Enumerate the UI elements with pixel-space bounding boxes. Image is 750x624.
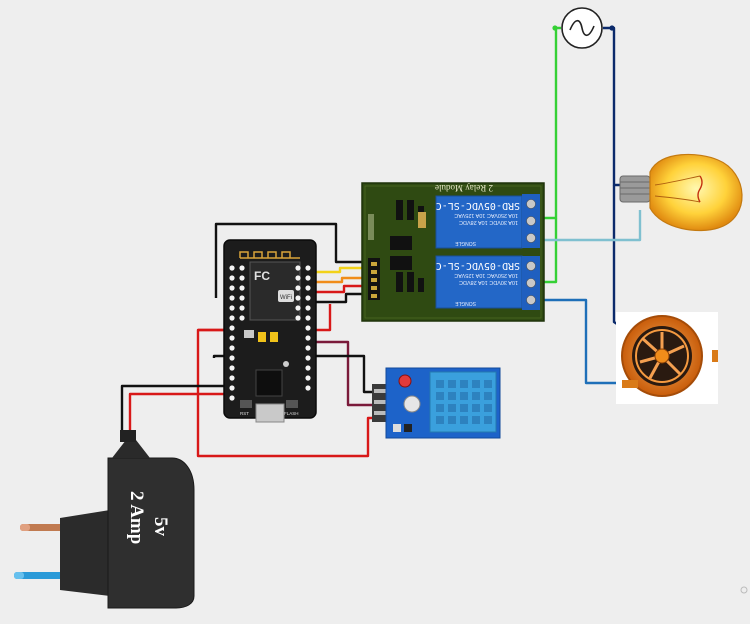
right-pins	[295, 265, 311, 391]
wire-black-top	[214, 222, 372, 298]
flash-button[interactable]	[286, 400, 298, 408]
wire-navy-fan	[612, 185, 627, 331]
relay-2-model: SRD-05VDC-SL-C	[436, 260, 520, 271]
wire-blue-fan	[538, 298, 624, 385]
wire-maroon-dht	[306, 340, 372, 407]
wire-navy-ac	[603, 26, 620, 187]
rst-label: RST	[240, 411, 249, 416]
relay-title: 2 Relay Module	[435, 183, 493, 193]
ac-source-icon	[552, 7, 615, 49]
wire-orange-signal	[306, 276, 372, 284]
wires	[120, 26, 642, 458]
wire-lightblue-bulb	[538, 210, 642, 242]
corner-mark	[740, 586, 748, 594]
usb-port	[255, 403, 285, 423]
relay-2	[435, 255, 523, 309]
fan-icon	[616, 312, 718, 404]
wifi-label: WiFi	[280, 295, 292, 301]
esp-board: FC WiFi RST FLASH	[223, 239, 317, 423]
light-bulb-icon	[619, 153, 743, 232]
relay-1	[435, 195, 523, 249]
wire-black-charger	[120, 384, 236, 432]
relay-1-rating-1: 10A 250VAC 10A 125VAC	[454, 212, 518, 218]
left-pins	[229, 265, 245, 401]
relay-1-rating-2: 10A 30VDC 10A 28VDC	[459, 219, 518, 225]
charger-current: 2 Amp	[126, 491, 147, 544]
dht-led	[398, 374, 412, 388]
charger-voltage: 5v	[150, 517, 171, 537]
wire-red-signal	[306, 284, 372, 294]
wire-green-ac-1	[538, 26, 561, 220]
rst-button[interactable]	[240, 400, 252, 408]
dht-sensor	[372, 367, 501, 439]
usb-chip	[255, 369, 283, 397]
wire-yellow-signal	[306, 266, 372, 274]
flash-label: FLASH	[284, 411, 299, 416]
relay-2-rating-2: 10A 30VDC 10A 28VDC	[459, 279, 518, 285]
relay-1-brand: SONGLE	[454, 240, 476, 246]
power-adapter: 5v 2 Amp	[14, 430, 195, 609]
wire-red-charger	[128, 392, 236, 432]
fc-logo: FC	[254, 269, 270, 283]
relay-module	[361, 182, 545, 322]
wire-black-signal	[306, 292, 372, 304]
relay-2-brand: SONGLE	[454, 300, 476, 306]
wire-black-dht	[212, 354, 372, 394]
relay-2-rating-1: 10A 250VAC 10A 125VAC	[454, 272, 518, 278]
relay-1-model: SRD-05VDC-SL-C	[436, 200, 520, 211]
